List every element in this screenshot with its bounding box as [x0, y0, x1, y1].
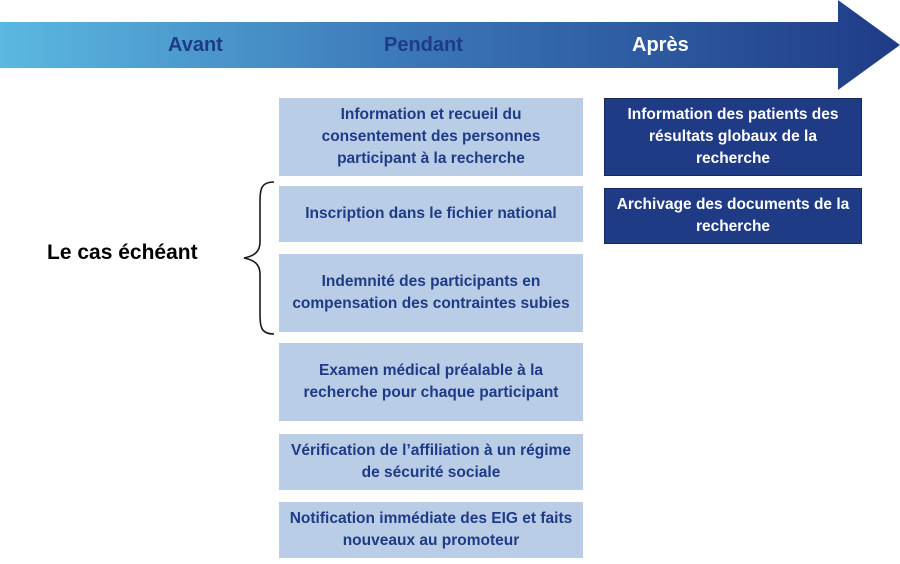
- phase-apres-label: Après: [632, 34, 689, 56]
- phase-avant-label: Avant: [168, 34, 223, 56]
- phase-pendant-label: Pendant: [384, 34, 463, 56]
- pendant-item-verification-affiliation: Vérification de l’affiliation à un régim…: [279, 434, 583, 490]
- pendant-item-examen-medical: Examen médical préalable à la recherche …: [279, 343, 583, 421]
- apres-item-archivage: Archivage des documents de la recherche: [604, 188, 862, 244]
- pendant-item-inscription: Inscription dans le fichier national: [279, 186, 583, 242]
- curly-brace-icon: [243, 181, 275, 335]
- pendant-item-notification-eig: Notification immédiate des EIG et faits …: [279, 502, 583, 558]
- apres-item-information-patients: Information des patients des résultats g…: [604, 98, 862, 176]
- pendant-item-indemnite: Indemnité des participants en compensati…: [279, 254, 583, 332]
- pendant-item-consentement: Information et recueil du consentement d…: [279, 98, 583, 176]
- timeline-arrow: [0, 0, 900, 90]
- le-cas-echeant-label: Le cas échéant: [47, 241, 198, 264]
